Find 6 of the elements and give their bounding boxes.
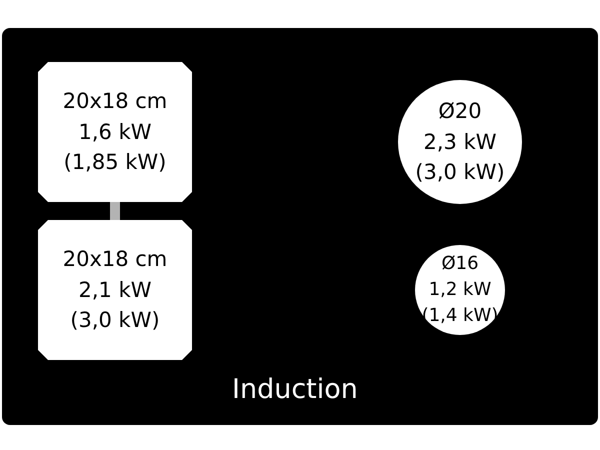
cooking-zone: 20x18 cm 1,6 kW (1,85 kW) xyxy=(38,62,192,202)
cooking-zone: Ø20 2,3 kW (3,0 kW) xyxy=(398,80,522,204)
cooktop-panel xyxy=(2,28,598,425)
cooking-zone: 20x18 cm 2,1 kW (3,0 kW) xyxy=(38,220,192,360)
bridge-connector xyxy=(110,202,120,220)
panel-label: Induction xyxy=(232,374,358,405)
